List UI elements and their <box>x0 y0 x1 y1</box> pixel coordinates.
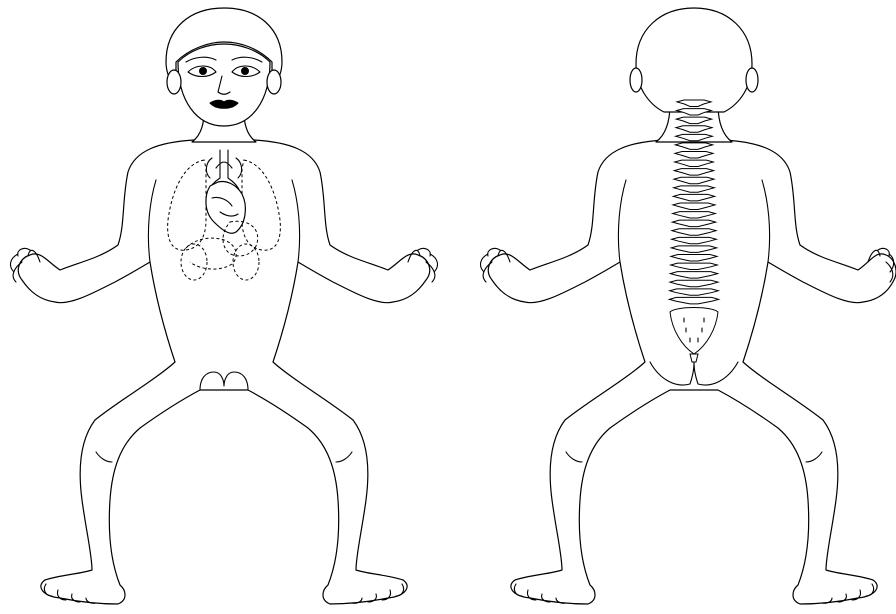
front-face <box>178 44 270 126</box>
coccyx <box>690 354 698 362</box>
back-head <box>636 8 752 112</box>
front-head <box>166 8 282 126</box>
back-right-ear <box>746 68 758 92</box>
front-figure <box>11 8 438 604</box>
back-figure <box>481 8 896 604</box>
front-left-ear <box>167 70 181 94</box>
front-right-ear <box>267 70 281 94</box>
back-left-ear <box>630 68 642 92</box>
front-right-pupil <box>242 68 249 75</box>
front-left-pupil <box>200 68 207 75</box>
